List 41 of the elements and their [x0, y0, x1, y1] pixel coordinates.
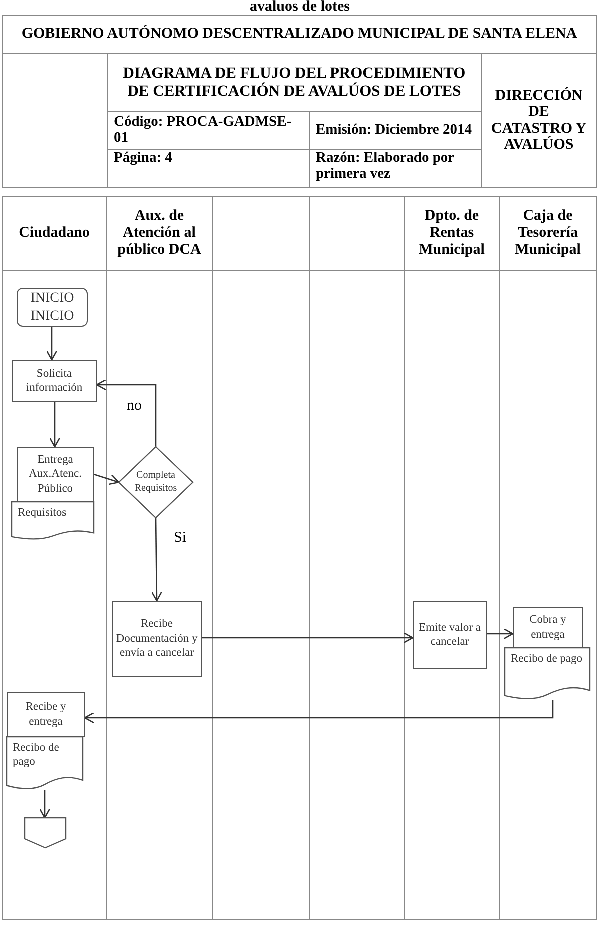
node-text: Cobra y entrega	[528, 613, 568, 642]
arrow	[487, 628, 514, 640]
arrow	[202, 632, 414, 644]
arrow	[39, 790, 51, 819]
terminal-box	[17, 288, 88, 327]
lane-header: Dpto. de Rentas Municipal	[405, 197, 499, 271]
process-box	[413, 601, 487, 669]
node-text: Emite valor a cancelar	[418, 620, 482, 650]
arrow	[94, 474, 120, 486]
node-text: Recibo de pago	[13, 741, 60, 770]
table-cell: GOBIERNO AUTÓNOMO DESCENTRALIZADO MUNICIPAL DE SANTA ELENA	[2, 15, 597, 54]
document-shape	[7, 737, 83, 790]
node-text: Solicita información	[25, 366, 84, 396]
node-text: Requisitos	[18, 506, 67, 520]
table-cell: Página: 4	[107, 149, 310, 188]
arrow	[84, 700, 554, 724]
lane-header: Aux. de Atención al público DCA	[107, 197, 212, 271]
page-title: avaluos de lotes	[248, 0, 351, 15]
node-text: Completa Requisitos	[134, 470, 178, 495]
process-box	[7, 692, 85, 737]
arrow	[96, 379, 157, 447]
arrow	[49, 402, 61, 448]
table-cell: DIRECCIÓN DE CATASTRO Y AVALÚOS	[481, 53, 597, 188]
process-box	[513, 607, 583, 648]
document-shape	[12, 502, 94, 540]
node-text: Recibe y entrega	[24, 700, 68, 729]
document-shape	[505, 648, 590, 700]
process-box	[112, 601, 202, 677]
node-text: Recibo de pago	[511, 652, 583, 666]
process-box	[12, 360, 97, 402]
off-page-connector	[25, 818, 66, 848]
decision-diamond	[119, 447, 193, 518]
arrow	[151, 518, 163, 602]
table-cell: Razón: Elaborado por primera vez	[309, 149, 482, 188]
node-text: INICIO INICIO	[30, 290, 76, 325]
process-box	[17, 447, 94, 502]
node-text: Entrega Aux.Atenc. Público	[28, 452, 83, 496]
node-text: Recibe Documentación y envía a cancelar	[116, 617, 198, 661]
lane-header: Ciudadano	[3, 197, 106, 271]
lane-header: Caja de Tesorería Municipal	[500, 197, 596, 271]
arrow	[46, 327, 58, 361]
